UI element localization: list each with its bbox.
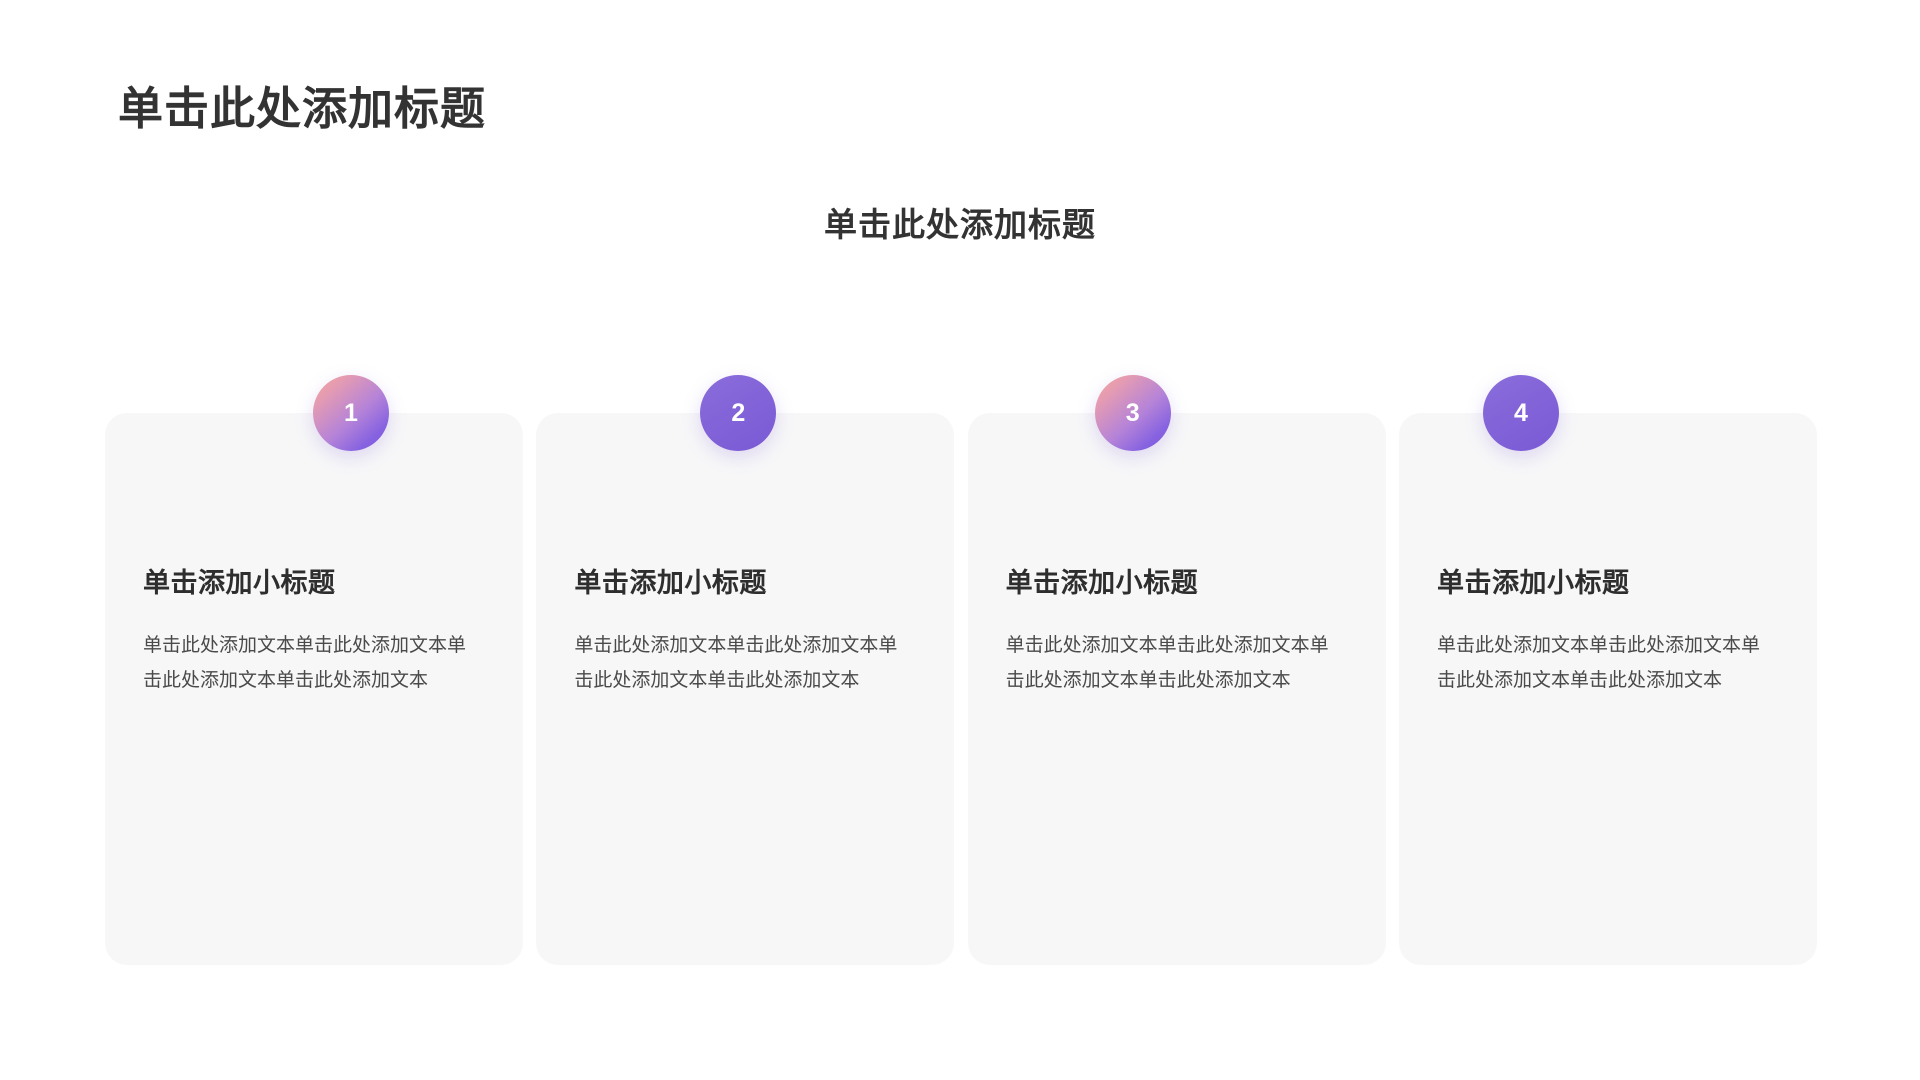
card-description[interactable]: 单击此处添加文本单击此处添加文本单击此处添加文本单击此处添加文本 xyxy=(574,635,898,692)
card-heading[interactable]: 单击添加小标题 xyxy=(574,568,767,598)
step-number-badge-4[interactable]: 4 xyxy=(1482,375,1559,451)
page-title[interactable]: 单击此处添加标题 xyxy=(118,83,487,134)
card-item[interactable]: 4 单击添加小标题 单击此处添加文本单击此处添加文本单击此处添加文本单击此处添加… xyxy=(1398,375,1817,965)
card-description[interactable]: 单击此处添加文本单击此处添加文本单击此处添加文本单击此处添加文本 xyxy=(1005,635,1329,692)
card-heading[interactable]: 单击添加小标题 xyxy=(143,568,336,598)
card-surface[interactable] xyxy=(536,413,955,965)
step-number-label: 3 xyxy=(1125,398,1140,427)
card-description[interactable]: 单击此处添加文本单击此处添加文本单击此处添加文本单击此处添加文本 xyxy=(1436,635,1760,692)
card-heading[interactable]: 单击添加小标题 xyxy=(1436,568,1630,598)
step-number-badge-1[interactable]: 1 xyxy=(313,375,389,451)
card-content: 单击添加小标题 单击此处添加文本单击此处添加文本单击此处添加文本单击此处添加文本 xyxy=(143,561,493,698)
card-content: 单击添加小标题 单击此处添加文本单击此处添加文本单击此处添加文本单击此处添加文本 xyxy=(574,561,924,698)
card-content: 单击添加小标题 单击此处添加文本单击此处添加文本单击此处添加文本单击此处添加文本 xyxy=(1006,561,1356,698)
cards-row: 1 单击添加小标题 单击此处添加文本单击此处添加文本单击此处添加文本单击此处添加… xyxy=(105,375,1817,965)
card-surface[interactable] xyxy=(1398,413,1817,965)
step-number-label: 2 xyxy=(731,398,746,427)
card-content: 单击添加小标题 单击此处添加文本单击此处添加文本单击此处添加文本单击此处添加文本 xyxy=(1437,561,1787,698)
step-number-label: 1 xyxy=(344,398,358,427)
section-subtitle[interactable]: 单击此处添加标题 xyxy=(824,206,1096,243)
step-number-label: 4 xyxy=(1514,398,1528,427)
card-surface[interactable] xyxy=(967,413,1386,965)
card-description[interactable]: 单击此处添加文本单击此处添加文本单击此处添加文本单击此处添加文本 xyxy=(143,635,467,692)
step-number-badge-2[interactable]: 2 xyxy=(700,375,777,451)
card-item[interactable]: 2 单击添加小标题 单击此处添加文本单击此处添加文本单击此处添加文本单击此处添加… xyxy=(536,375,955,965)
card-item[interactable]: 3 单击添加小标题 单击此处添加文本单击此处添加文本单击此处添加文本单击此处添加… xyxy=(967,375,1386,965)
card-surface[interactable] xyxy=(105,413,523,965)
step-number-badge-3[interactable]: 3 xyxy=(1094,375,1171,451)
card-item[interactable]: 1 单击添加小标题 单击此处添加文本单击此处添加文本单击此处添加文本单击此处添加… xyxy=(105,375,523,965)
card-heading[interactable]: 单击添加小标题 xyxy=(1005,568,1199,598)
